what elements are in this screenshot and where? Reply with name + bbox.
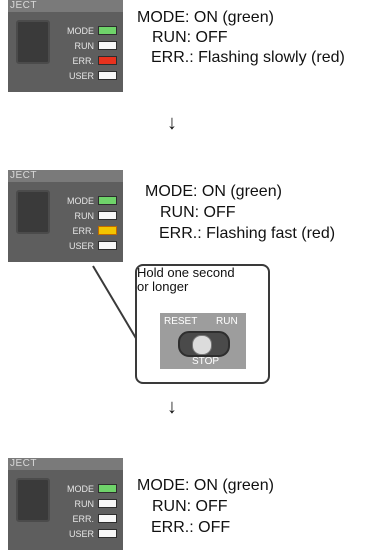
switch-knob[interactable] (192, 335, 212, 355)
eject-label: JECT (10, 458, 37, 469)
err-led (98, 226, 117, 235)
mode-led (98, 26, 117, 35)
mode-led-label: MODE (67, 484, 94, 494)
user-led-label: USER (68, 71, 94, 81)
user-led (98, 529, 117, 538)
user-led (98, 71, 117, 80)
down-arrow-2: ↓ (167, 396, 177, 418)
mode-led (98, 196, 117, 205)
err-led-label: ERR. (72, 56, 94, 66)
eject-button (16, 190, 50, 234)
callout-text: Hold one second or longer (137, 266, 235, 294)
mode-led-label: MODE (67, 196, 94, 206)
run-led-label: RUN (74, 499, 95, 509)
user-led-label: USER (68, 241, 94, 251)
run-led-label: RUN (74, 41, 95, 51)
callout-text-line1: Hold one second (137, 265, 235, 280)
status-run-3: RUN: OFF (152, 498, 228, 515)
stop-label: STOP (192, 356, 220, 367)
err-led-label: ERR. (72, 514, 94, 524)
status-mode-2: MODE: ON (green) (145, 183, 282, 200)
eject-button (16, 478, 50, 522)
eject-button (16, 20, 50, 64)
top-strip (8, 0, 123, 12)
reset-label: RESET (164, 316, 198, 327)
run-label: RUN (216, 316, 238, 327)
run-led-label: RUN (74, 211, 95, 221)
module-panel-3: JECT MODE RUN ERR. USER (8, 458, 123, 550)
run-stop-reset-switch-panel: RESET RUN STOP (160, 313, 246, 369)
err-led (98, 514, 117, 523)
status-run-1: RUN: OFF (152, 29, 228, 46)
run-led (98, 41, 117, 50)
status-run-2: RUN: OFF (160, 204, 236, 221)
status-mode-3: MODE: ON (green) (137, 477, 274, 494)
status-mode-1: MODE: ON (green) (137, 9, 274, 26)
err-led-label: ERR. (72, 226, 94, 236)
err-led (98, 56, 117, 65)
module-panel-1: JECT MODE RUN ERR. USER (8, 0, 123, 92)
user-led (98, 241, 117, 250)
status-err-1: ERR.: Flashing slowly (red) (151, 49, 345, 66)
top-strip (8, 170, 123, 182)
run-led (98, 499, 117, 508)
mode-led (98, 484, 117, 493)
status-err-2: ERR.: Flashing fast (red) (159, 225, 336, 242)
run-led (98, 211, 117, 220)
mode-led-label: MODE (67, 26, 94, 36)
callout-text-line2: or longer (137, 279, 189, 294)
down-arrow-1: ↓ (167, 112, 177, 134)
top-strip (8, 458, 123, 470)
status-err-3: ERR.: OFF (151, 519, 231, 536)
switch-slot[interactable] (178, 331, 230, 357)
user-led-label: USER (68, 529, 94, 539)
eject-label: JECT (10, 0, 37, 11)
eject-label: JECT (10, 170, 37, 181)
module-panel-2: JECT MODE RUN ERR. USER (8, 170, 123, 262)
